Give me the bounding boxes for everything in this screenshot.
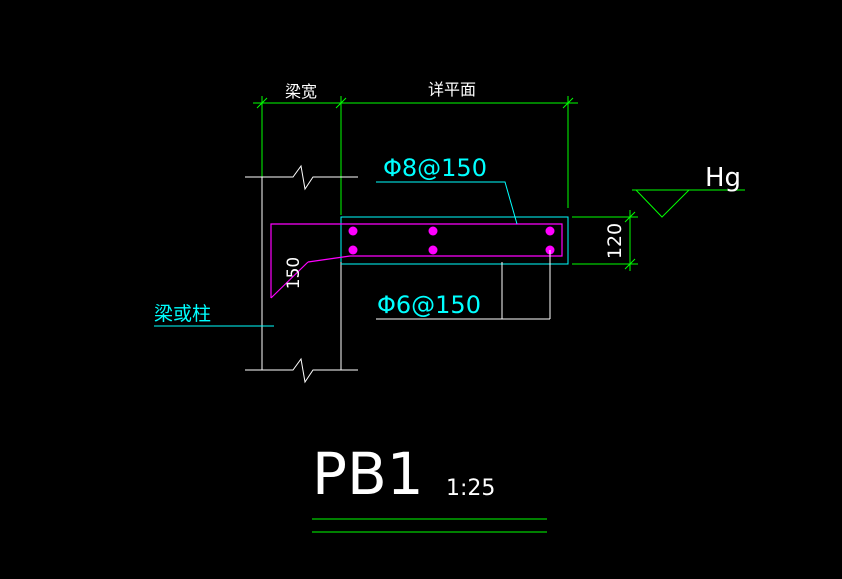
rebar-dot	[428, 245, 438, 255]
top-rebar-leader	[376, 181, 518, 225]
elevation-label: Hg	[705, 163, 741, 193]
title-underline	[312, 518, 547, 533]
bottom-rebar-leader	[376, 250, 551, 320]
elevation-symbol	[632, 189, 745, 218]
support-label: 梁或柱	[154, 303, 211, 325]
thickness-dimension	[572, 210, 638, 271]
drawing-title: PB1	[312, 440, 424, 508]
anchor-length-label: 150	[284, 257, 304, 289]
beam-width-dimension-label: 梁宽	[285, 82, 317, 101]
rebar-cage	[270, 223, 563, 299]
thickness-label: 120	[604, 223, 626, 259]
rebar-dots	[348, 226, 555, 255]
rebar-dot	[348, 245, 358, 255]
slab-outline	[340, 216, 569, 265]
support-outline	[245, 164, 358, 384]
rebar-dot	[428, 226, 438, 236]
bottom-rebar-label: Φ6@150	[377, 291, 481, 319]
top-rebar-label: Φ8@150	[383, 154, 487, 182]
detail-plan-dimension-label: 详平面	[428, 80, 476, 99]
rebar-dot	[348, 226, 358, 236]
rebar-dot	[545, 226, 555, 236]
top-dimension-chain	[253, 96, 578, 370]
drawing-scale: 1:25	[446, 476, 495, 501]
